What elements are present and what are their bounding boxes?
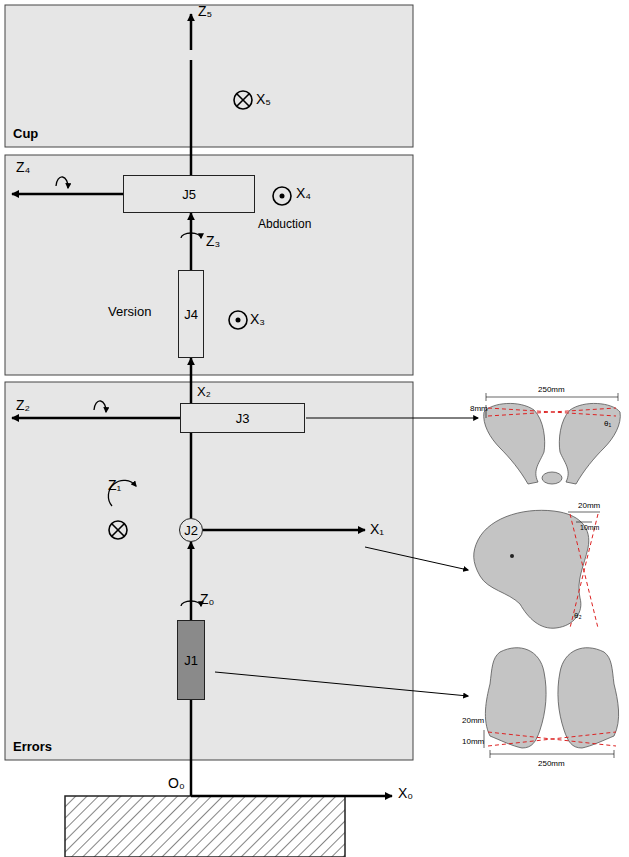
dimension-label: 20mm (578, 502, 600, 511)
errors-panel: Errors J3J2J1 (5, 382, 413, 760)
joint-label: J4 (184, 307, 198, 322)
axis-label: O₀ (168, 776, 185, 791)
axis-label: X₀ (398, 786, 413, 801)
dimension-label: θ₁ (604, 420, 611, 429)
joint-label: J3 (236, 411, 250, 426)
joint-label: J1 (184, 653, 198, 668)
dimension-label: θ₂ (574, 612, 582, 621)
dimension-label: 20mm (462, 717, 484, 726)
joint-label: J2 (184, 523, 198, 538)
joint-label: J5 (182, 187, 196, 202)
axis-label: Z₂ (16, 398, 30, 413)
axis-label: Z₀ (200, 592, 214, 607)
axis-label: X₁ (370, 522, 384, 537)
dimension-label: 10mm (462, 738, 484, 747)
joint-box: J3 (180, 403, 305, 433)
axis-label: Abduction (258, 218, 311, 231)
panel-title: Cup (13, 126, 38, 141)
axis-label: X₅ (256, 92, 271, 107)
chain-link (190, 542, 193, 620)
axis-label: X₄ (296, 186, 311, 201)
joint-box: J4 (178, 270, 204, 358)
chain-link (190, 213, 193, 270)
dimension-label: 250mm (538, 386, 565, 395)
joint-circle: J2 (179, 518, 203, 542)
axis-label: Version (108, 305, 151, 319)
chain-link (190, 433, 193, 518)
dimension-label: 8mm (470, 405, 488, 414)
chain-link (190, 358, 193, 403)
panel-title: Errors (13, 739, 52, 754)
joint-box: J1 (177, 620, 205, 700)
dimension-label: 250mm (538, 760, 565, 769)
axis-label: X₂ (197, 385, 211, 399)
axis-label: Z₁ (108, 478, 121, 493)
dimension-label: 10mm (580, 524, 599, 532)
joint-box: J5 (123, 175, 255, 213)
cup-panel: Cup (5, 5, 413, 147)
axis-label: Z₅ (198, 4, 212, 19)
axis-label: X₃ (250, 312, 265, 327)
axis-label: Z₃ (206, 234, 220, 249)
axis-label: Z₄ (16, 160, 30, 175)
